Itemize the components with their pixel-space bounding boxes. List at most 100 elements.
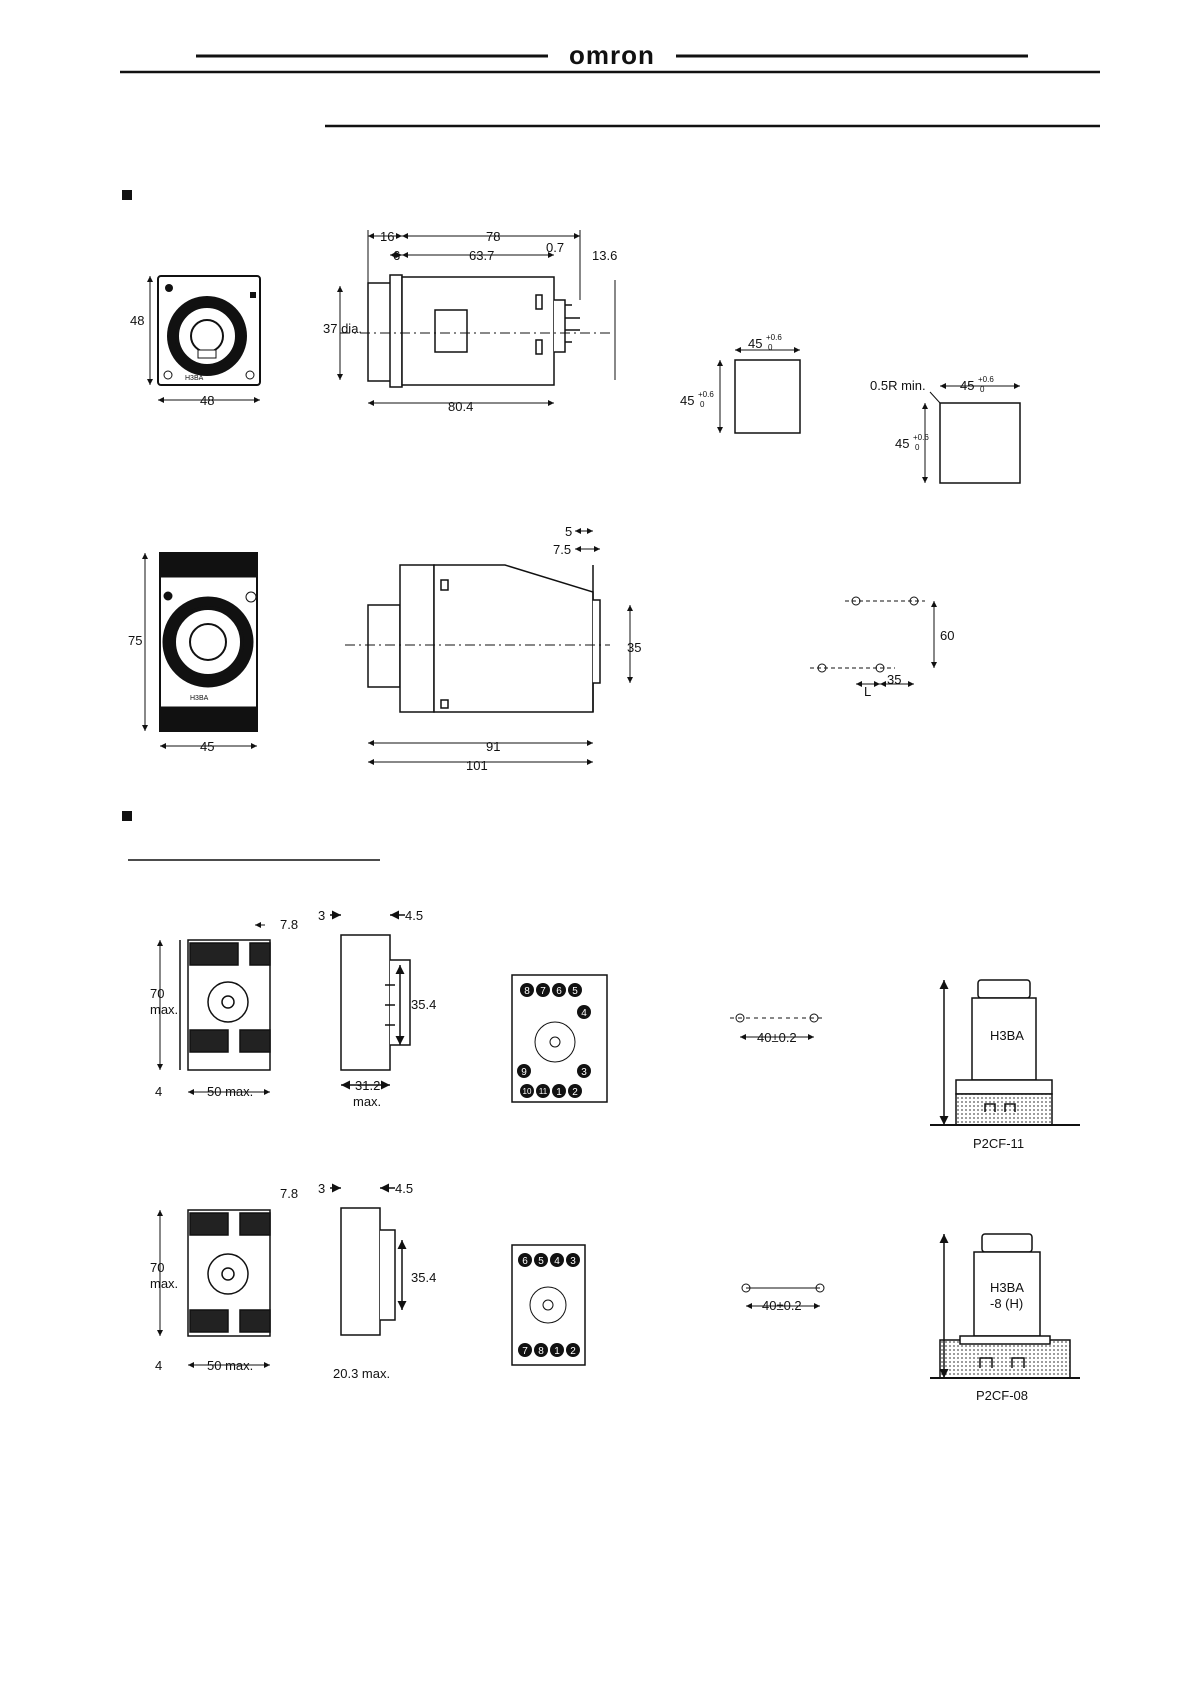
- s11-dim-50-max: 50 max.: [207, 1084, 253, 1099]
- svg-text:8: 8: [538, 1346, 544, 1357]
- s8-dim-70: 70: [150, 1260, 164, 1275]
- socket-8-dimensions: [157, 1210, 270, 1368]
- cutout-b-height-tol-bot: 0: [915, 443, 920, 452]
- socket-11-side-view: [330, 910, 411, 1090]
- page-header: omron: [120, 40, 1100, 128]
- section-bullet-dimensions: [122, 190, 132, 200]
- front-dimensions: [147, 276, 260, 403]
- svg-text:5: 5: [538, 1256, 544, 1267]
- svg-text:9: 9: [521, 1067, 527, 1078]
- timer-on-socket-11: [930, 979, 1080, 1126]
- svg-text:6: 6: [556, 986, 562, 997]
- omron-logo: omron: [569, 40, 655, 70]
- dim-L: L: [864, 684, 871, 699]
- svg-text:2: 2: [572, 1087, 578, 1098]
- dim-35-holes: 35: [887, 672, 901, 687]
- terminal-front-model-label: H3BA: [190, 695, 209, 702]
- dim-45-width: 45: [200, 739, 214, 754]
- s11-dim-35-4: 35.4: [411, 997, 436, 1012]
- dim-78: 78: [486, 229, 500, 244]
- dim-6: 6: [393, 248, 400, 263]
- svg-text:2: 2: [570, 1346, 576, 1357]
- s11-pin-11: 11: [536, 1084, 550, 1098]
- s11-pin-5: 5: [568, 983, 582, 997]
- s11-dim-4-5: 4.5: [405, 908, 423, 923]
- s11-dim-70-max: max.: [150, 1002, 178, 1017]
- cutout-a-width: 45: [748, 336, 762, 351]
- s8-dim-3: 3: [318, 1181, 325, 1196]
- cutout-a-width-tol-top: +0.6: [766, 333, 782, 342]
- s8-pin-4: 4: [550, 1253, 564, 1267]
- svg-text:5: 5: [572, 986, 578, 997]
- s11-hole-pitch: 40±0.2: [757, 1030, 797, 1045]
- dim-13-6: 13.6: [592, 248, 617, 263]
- cutout-radius: 0.5R min.: [870, 378, 926, 393]
- s8-pin-6: 6: [518, 1253, 532, 1267]
- svg-text:7: 7: [540, 986, 546, 997]
- cutout-a-height-tol-top: +0.6: [698, 390, 714, 399]
- s11-dim-70: 70: [150, 986, 164, 1001]
- front-model-label: H3BA: [185, 375, 204, 382]
- socket-11-top-view: [179, 939, 271, 1071]
- panel-cutout-single: [717, 347, 801, 434]
- svg-text:11: 11: [539, 1087, 548, 1096]
- cutout-b-width-tol-bot: 0: [980, 385, 985, 394]
- terminal-side-dimensions: [368, 528, 633, 765]
- s8-pin-7: 7: [518, 1343, 532, 1357]
- s8-dim-50-max: 50 max.: [207, 1358, 253, 1373]
- s8-timer-label-2: -8 (H): [990, 1296, 1023, 1311]
- svg-text:3: 3: [570, 1256, 576, 1267]
- s11-pin-10: 10: [520, 1084, 534, 1098]
- svg-text:4: 4: [581, 1008, 587, 1019]
- dim-7-5: 7.5: [553, 542, 571, 557]
- socket-11-dimensions: [157, 922, 270, 1095]
- s11-pin-9: 9: [517, 1064, 531, 1078]
- s11-pin-1: 1: [552, 1084, 566, 1098]
- cutout-a-width-tol-bot: 0: [768, 343, 773, 352]
- socket-8-mounting-holes: [741, 1283, 825, 1309]
- cutout-b-width-tol-top: +0.6: [978, 375, 994, 384]
- section-bullet-accessories: [122, 811, 132, 821]
- dim-75: 75: [128, 633, 142, 648]
- s8-dim-20-3: 20.3 max.: [333, 1366, 390, 1381]
- svg-text:1: 1: [554, 1346, 560, 1357]
- svg-text:6: 6: [522, 1256, 528, 1267]
- socket-8-top-view: [187, 1209, 271, 1337]
- timer-side-view: [367, 274, 580, 388]
- s11-dim-3: 3: [318, 908, 325, 923]
- cutout-a-height-tol-bot: 0: [700, 400, 705, 409]
- cutout-b-width: 45: [960, 378, 974, 393]
- side-dimensions: [337, 230, 616, 406]
- dim-37-dia: 37 dia.: [323, 321, 362, 336]
- dim-80-4: 80.4: [448, 399, 473, 414]
- cutout-a-height: 45: [680, 393, 694, 408]
- s11-pin-8: 8: [520, 983, 534, 997]
- s8-pin-8: 8: [534, 1343, 548, 1357]
- dim-0-7: 0.7: [546, 240, 564, 255]
- s11-pin-7: 7: [536, 983, 550, 997]
- dim-48-width: 48: [200, 393, 214, 408]
- dim-63-7: 63.7: [469, 248, 494, 263]
- dim-16: 16: [380, 229, 394, 244]
- s11-socket-label: P2CF-11: [973, 1136, 1024, 1151]
- cutout-b-height-tol-top: +0.6: [913, 433, 929, 442]
- s8-dim-35-4: 35.4: [411, 1270, 436, 1285]
- s11-pin-6: 6: [552, 983, 566, 997]
- svg-text:1: 1: [556, 1087, 562, 1098]
- s11-pin-3: 3: [577, 1064, 591, 1078]
- svg-text:3: 3: [581, 1067, 587, 1078]
- dim-91: 91: [486, 739, 500, 754]
- dim-5: 5: [565, 524, 572, 539]
- mounting-holes-diagram: [810, 596, 937, 687]
- s8-dim-7-8: 7.8: [280, 1186, 298, 1201]
- s11-pin-4: 4: [577, 1005, 591, 1019]
- s8-dim-4: 4: [155, 1358, 162, 1373]
- s11-dim-31-2-max: max.: [353, 1094, 381, 1109]
- dim-48-height: 48: [130, 313, 144, 328]
- s11-dim-4: 4: [155, 1084, 162, 1099]
- svg-text:7: 7: [522, 1346, 528, 1357]
- svg-text:10: 10: [523, 1087, 532, 1096]
- s8-pin-1: 1: [550, 1343, 564, 1357]
- s11-pin-2: 2: [568, 1084, 582, 1098]
